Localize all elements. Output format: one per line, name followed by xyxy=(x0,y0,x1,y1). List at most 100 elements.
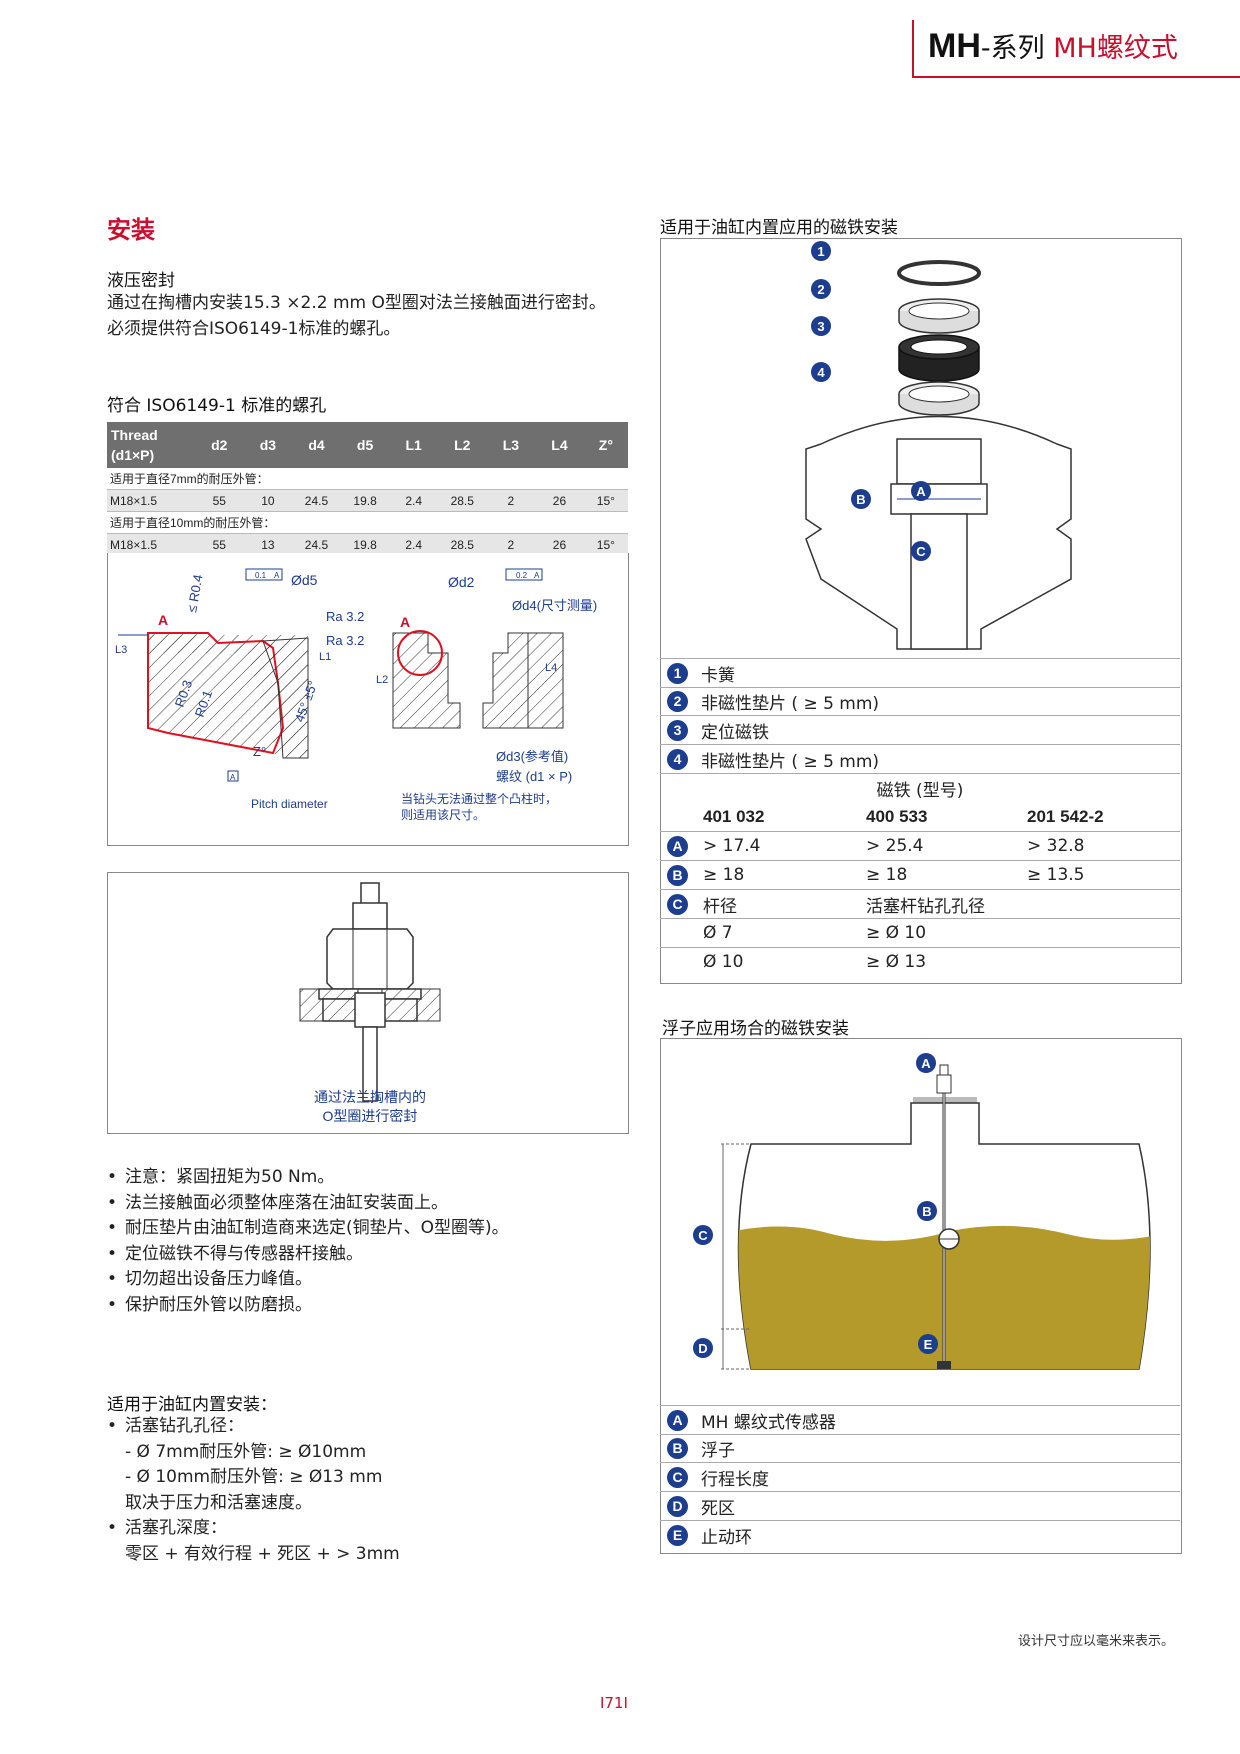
magnet-row-a: A > 17.4 > 25.4 > 32.8 xyxy=(660,832,1180,861)
magnet-row-c1: Ø 7 ≥ Ø 10 xyxy=(660,919,1180,948)
hydraulic-line-1: 通过在掏槽内安装15.3 ×2.2 mm O型圈对法兰接触面进行密封。 xyxy=(107,293,606,313)
thread-table-header: Thread(d1×P) d2 d3 d4 d5 L1 L2 L3 L4 Z° xyxy=(107,422,628,468)
list-subitem: 零区 + 有效行程 + 死区 + > 3mm xyxy=(125,1543,400,1564)
seal-caption-1: 通过法兰掏槽内的 xyxy=(314,1089,426,1105)
page-number: I71I xyxy=(600,1694,628,1712)
svg-text:4: 4 xyxy=(817,365,825,380)
list-item: 法兰接触面必须整体座落在油缸安装面上。 xyxy=(107,1191,509,1217)
svg-text:A: A xyxy=(230,773,236,782)
svg-text:B: B xyxy=(922,1204,931,1219)
drawing-r04: ≤ R0.4 xyxy=(184,573,205,613)
float-tank-drawing: A B C D E xyxy=(693,1053,1151,1370)
list-item: 注意：紧固扭矩为50 Nm。 xyxy=(107,1165,509,1191)
svg-text:A: A xyxy=(916,484,926,499)
thread-table: Thread(d1×P) d2 d3 d4 d5 L1 L2 L3 L4 Z° … xyxy=(107,422,628,556)
header-series: -系列 xyxy=(980,33,1054,64)
drawing-l4: L4 xyxy=(545,662,557,674)
thread-drawing: A ≤ R0.4 R0.3 R0.1 45° ±5° Z° Pitch diam… xyxy=(115,568,597,822)
header-product: MH螺纹式 xyxy=(1053,33,1178,64)
seal-drawing: 通过法兰掏槽内的 O型圈进行密封 xyxy=(299,882,441,1124)
drawing-d5: Ød5 xyxy=(291,572,318,588)
thread-drawing-panel: A ≤ R0.4 R0.3 R0.1 45° ±5° Z° Pitch diam… xyxy=(107,553,629,846)
list-item: 活塞钻孔孔径： xyxy=(107,1414,400,1440)
th-d5: d5 xyxy=(340,422,390,468)
list-item: 活塞孔深度： xyxy=(107,1516,400,1542)
magnet-row-c2: Ø 10 ≥ Ø 13 xyxy=(703,952,927,972)
cylinder-install-title: 适用于油缸内置安装： xyxy=(107,1395,277,1415)
svg-text:1: 1 xyxy=(817,244,824,259)
list-subitem: - Ø 7mm耐压外管: ≥ Ø10mm xyxy=(125,1441,367,1462)
svg-text:2: 2 xyxy=(817,282,824,297)
hydraulic-seal-title: 液压密封 xyxy=(107,271,175,291)
hydraulic-line-2: 必须提供符合ISO6149-1标准的螺孔。 xyxy=(107,319,401,339)
th-d4: d4 xyxy=(292,422,341,468)
install-notes-list: 注意：紧固扭矩为50 Nm。 法兰接触面必须整体座落在油缸安装面上。 耐压垫片由… xyxy=(107,1165,509,1318)
table-group-label: 适用于直径7mm的耐压外管： xyxy=(107,468,628,490)
th-thread: Thread(d1×P) xyxy=(107,422,195,468)
fluid-level xyxy=(738,1225,1150,1369)
retaining-ring-icon xyxy=(897,260,981,286)
svg-text:A: A xyxy=(274,571,280,580)
magnet-panel: 1 2 3 4 A B C xyxy=(660,238,1182,984)
th-d2: d2 xyxy=(195,422,244,468)
magnet-drawing: 1 2 3 4 A B C xyxy=(805,241,1072,650)
th-d3: d3 xyxy=(243,422,293,468)
drawing-ra-2: Ra 3.2 xyxy=(326,633,364,648)
float-panel: A B C D E xyxy=(660,1038,1182,1554)
svg-text:D: D xyxy=(698,1341,707,1356)
footnote: 设计尺寸应以毫米来表示。 xyxy=(1018,1634,1175,1649)
drawing-z: Z° xyxy=(253,744,266,759)
magnet-row-c: C 杆径 活塞杆钻孔孔径 xyxy=(660,890,1180,919)
th-l1: L1 xyxy=(389,422,438,468)
th-l2: L2 xyxy=(437,422,487,468)
svg-text:A: A xyxy=(921,1056,931,1071)
svg-text:C: C xyxy=(916,544,926,559)
header-mh: MH xyxy=(928,27,981,65)
drawing-d3: Ød3(参考值) xyxy=(496,749,568,764)
float-panel-title: 浮子应用场合的磁铁安装 xyxy=(662,1019,849,1039)
table-row: M18×1.5 55 13 24.5 19.8 2.4 28.5 2 26 15… xyxy=(107,533,628,556)
list-subitem: - Ø 10mm耐压外管: ≥ Ø13 mm xyxy=(125,1467,383,1487)
th-l3: L3 xyxy=(486,422,536,468)
drawing-label-a-2: A xyxy=(400,614,410,630)
thread-table-title: 符合 ISO6149-1 标准的螺孔 xyxy=(107,396,327,416)
svg-text:E: E xyxy=(924,1337,933,1352)
list-item: 保护耐压外管以防磨损。 xyxy=(107,1293,509,1319)
svg-text:0.2: 0.2 xyxy=(516,571,528,580)
seal-drawing-panel: 通过法兰掏槽内的 O型圈进行密封 xyxy=(107,872,629,1134)
drawing-l3: L3 xyxy=(115,644,127,656)
magnet-row-b: B ≥ 18 ≥ 18 ≥ 13.5 xyxy=(660,861,1180,890)
th-z: Z° xyxy=(583,422,628,468)
drawing-note-1: 当钻头无法通过整个凸柱时， xyxy=(401,791,557,806)
th-l4: L4 xyxy=(535,422,584,468)
magnet-panel-title: 适用于油缸内置应用的磁铁安装 xyxy=(660,218,898,238)
drawing-d2: Ød2 xyxy=(448,574,475,590)
table-group-label: 适用于直径10mm的耐压外管： xyxy=(107,511,628,534)
list-item: 切勿超出设备压力峰值。 xyxy=(107,1267,509,1293)
page-header-title: MH-系列 MH螺纹式 xyxy=(928,22,1178,73)
svg-text:A: A xyxy=(534,571,540,580)
list-item: 耐压垫片由油缸制造商来选定(铜垫片、O型圈等)。 xyxy=(107,1216,509,1242)
list-item: 定位磁铁不得与传感器杆接触。 xyxy=(107,1242,509,1268)
header-frame xyxy=(912,20,1240,78)
drawing-ra-1: Ra 3.2 xyxy=(326,609,364,624)
drawing-d4: Ød4(尺寸测量) xyxy=(512,598,597,613)
drawing-thread: 螺纹 (d1 × P) xyxy=(496,769,572,784)
table-row: M18×1.5 55 10 24.5 19.8 2.4 28.5 2 26 15… xyxy=(107,489,628,512)
drawing-note-2: 则适用该尺寸。 xyxy=(401,808,485,822)
drawing-l1: L1 xyxy=(319,651,331,663)
drawing-l2: L2 xyxy=(376,674,388,686)
drawing-pitch: Pitch diameter xyxy=(251,797,328,811)
magnet-type-header: 磁铁 (型号) xyxy=(876,780,964,801)
list-subitem: 取决于压力和活塞速度。 xyxy=(125,1492,312,1513)
drawing-label-a: A xyxy=(158,612,168,628)
